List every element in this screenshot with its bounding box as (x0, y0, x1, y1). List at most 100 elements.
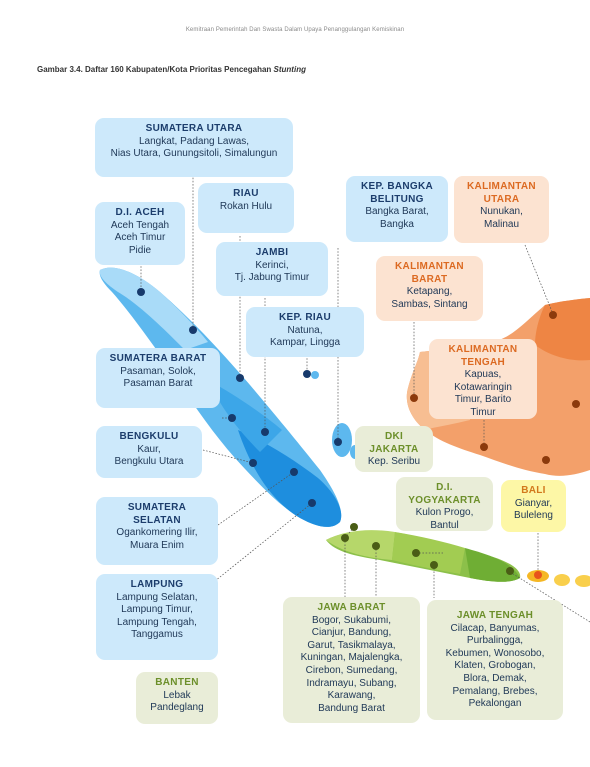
marker-bali (534, 571, 542, 579)
box-line: Pidie (128, 244, 152, 256)
box-line: Bandung Barat (318, 702, 385, 714)
box-line: Buleleng (514, 510, 553, 522)
java-central (392, 532, 465, 574)
box-title: BANTEN (155, 677, 199, 688)
box-sumatera-selatan: SUMATERA SELATAN Ogankomering Ilir, Muar… (96, 497, 218, 565)
box-line: Bengkulu Utara (114, 456, 184, 468)
box-line: Aceh Tengah (110, 219, 170, 231)
box-line: Nunukan, (480, 206, 523, 218)
marker-bengkulu (249, 459, 257, 467)
marker-babel (334, 438, 342, 446)
marker-kaltara (549, 311, 557, 319)
box-line: Kaur, (137, 443, 161, 455)
marker-banten (341, 534, 349, 542)
box-line: Blora, Demak, (463, 672, 527, 684)
box-sumatera-utara: SUMATERA UTARA Langkat, Padang Lawas, Ni… (95, 118, 293, 177)
box-banten: BANTEN Lebak Pandeglang (136, 672, 218, 724)
kalimantan-north (535, 298, 590, 361)
figure-caption-emphasis: Stunting (273, 65, 306, 74)
marker-dki (350, 523, 358, 531)
box-title: BALI (521, 485, 546, 496)
box-kep-riau: KEP. RIAU Natuna, Kampar, Lingga (246, 307, 364, 357)
box-title: JAKARTA (369, 443, 419, 455)
marker-jambi (261, 428, 269, 436)
box-title: KEP. BANGKA (360, 181, 434, 192)
box-line: Kulon Progo, (415, 507, 474, 519)
box-line: Pasaman, Solok, (120, 365, 196, 377)
sumatra-north (99, 267, 208, 350)
marker-diy (412, 549, 420, 557)
box-bengkulu: BENGKULU Kaur, Bengkulu Utara (96, 426, 202, 478)
marker-kalsel (542, 456, 550, 464)
box-title: YOGYAKARTA (408, 494, 481, 506)
box-line: Timur (470, 406, 496, 418)
box-jawa-tengah: JAWA TENGAH Cilacap, Banyumas, Purbaling… (427, 600, 563, 720)
box-yogyakarta: D.I. YOGYAKARTA Kulon Progo, Bantul (396, 477, 493, 531)
box-line: Indramayu, Subang, (306, 677, 397, 689)
marker-sumut (189, 326, 197, 334)
box-title: KALIMANTAN (395, 261, 464, 272)
box-line: Gianyar, (514, 497, 553, 509)
marker-sumbar (228, 414, 236, 422)
box-title: SUMATERA (127, 502, 187, 513)
box-line: Ketapang, (406, 286, 453, 298)
box-line: Kampar, Lingga (269, 337, 341, 349)
box-kalimantan-utara: KALIMANTAN UTARA Nunukan, Malinau (454, 176, 549, 243)
box-line: Rokan Hulu (219, 200, 273, 212)
box-dki-jakarta: DKI JAKARTA Kep. Seribu (355, 426, 433, 472)
box-line: Muara Enim (130, 539, 184, 551)
box-title: KEP. RIAU (279, 312, 331, 323)
box-line: Tj. Jabung Timur (234, 272, 310, 284)
box-line: Kep. Seribu (367, 456, 421, 468)
box-line: Pekalongan (468, 698, 522, 710)
box-jawa-barat: JAWA BARAT Bogor, Sukabumi, Cianjur, Ban… (283, 597, 420, 723)
box-line: Timur, Barito (454, 394, 512, 406)
kepriau-islands (311, 371, 319, 379)
box-title: UTARA (483, 193, 520, 205)
marker-kalteng (480, 443, 488, 451)
box-line: Garut, Tasikmalaya, (307, 639, 396, 651)
box-title: RIAU (233, 188, 259, 199)
java-east (465, 548, 520, 582)
box-line: Purbalingga, (466, 635, 524, 647)
marker-kaltim (572, 400, 580, 408)
box-title: D.I. (436, 482, 453, 493)
box-riau: RIAU Rokan Hulu (198, 183, 294, 233)
box-line: Pemalang, Brebes, (452, 685, 538, 697)
box-line: Kapuas, (464, 369, 502, 381)
box-title: SELATAN (133, 514, 181, 526)
box-title: JAMBI (255, 247, 289, 258)
box-line: Nias Utara, Gunungsitoli, Simalungun (110, 148, 278, 160)
marker-riau (236, 374, 244, 382)
box-line: Lampung Tengah, (117, 616, 197, 628)
marker-kepriau (303, 370, 311, 378)
marker-jabar (372, 542, 380, 550)
box-line: Tanggamus (131, 629, 183, 641)
box-bangka-belitung: KEP. BANGKA BELITUNG Bangka Barat, Bangk… (346, 176, 448, 242)
box-title: BARAT (411, 273, 448, 285)
box-aceh: D.I. ACEH Aceh Tengah Aceh Timur Pidie (95, 202, 185, 265)
bangka-island (332, 423, 352, 457)
box-title: JAWA BARAT (317, 602, 386, 613)
box-line: Natuna, (287, 324, 323, 336)
box-sumatera-barat: SUMATERA BARAT Pasaman, Solok, Pasaman B… (96, 348, 220, 408)
box-kalimantan-tengah: KALIMANTAN TENGAH Kapuas, Kotawaringin T… (429, 339, 537, 419)
box-line: Ogankomering Ilir, (116, 527, 198, 539)
box-line: Bantul (430, 519, 459, 531)
marker-sumsel (290, 468, 298, 476)
box-title: D.I. ACEH (115, 207, 165, 218)
marker-kalbar (410, 394, 418, 402)
marker-aceh (137, 288, 145, 296)
box-jambi: JAMBI Kerinci, Tj. Jabung Timur (216, 242, 328, 296)
box-line: Cirebon, Sumedang, (305, 664, 398, 676)
box-title: SUMATERA BARAT (109, 353, 207, 364)
marker-jateng (430, 561, 438, 569)
marker-lampung (308, 499, 316, 507)
box-title: BENGKULU (119, 431, 179, 442)
box-line: Kuningan, Majalengka, (300, 652, 403, 664)
box-line: Bangka Barat, (365, 206, 429, 218)
box-line: Kebumen, Wonosobo, (445, 647, 545, 659)
box-line: Sambas, Sintang (391, 298, 468, 310)
box-line: Pasaman Barat (123, 378, 193, 390)
box-line: Bangka (380, 218, 414, 230)
